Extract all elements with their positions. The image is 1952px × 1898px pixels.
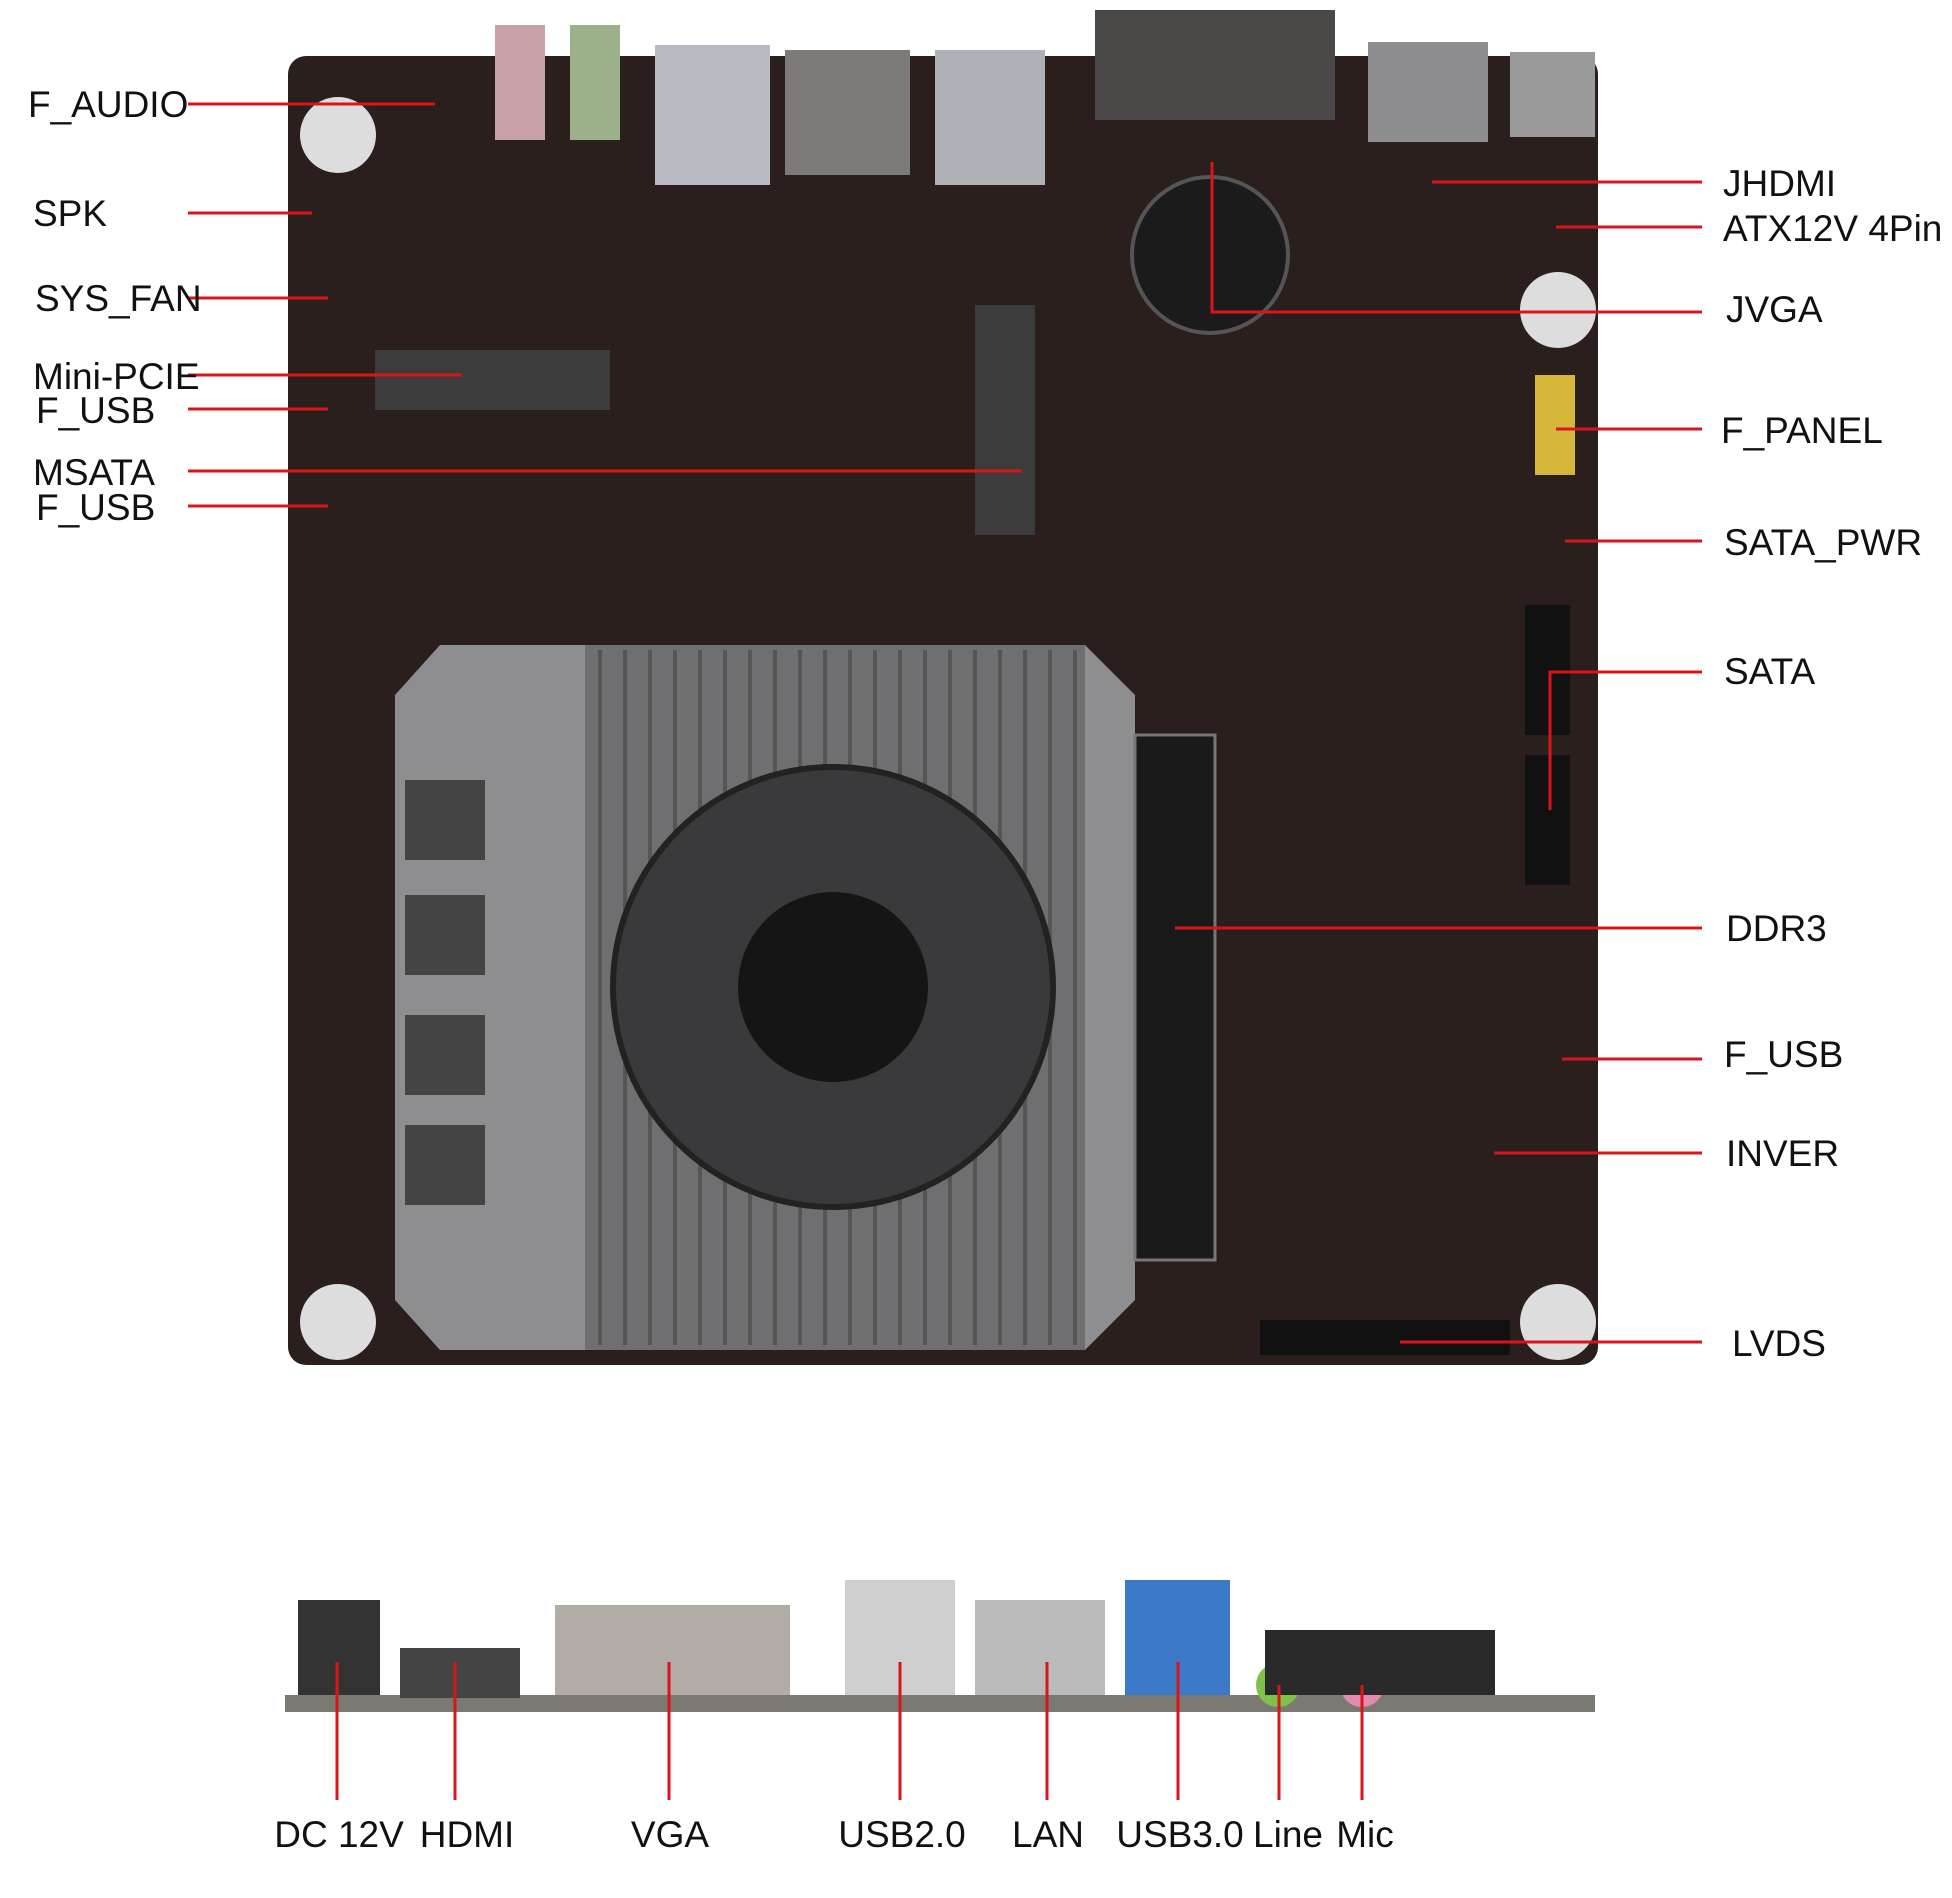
vga-port — [1095, 10, 1335, 120]
usb3-port — [655, 45, 770, 185]
callout-jhdmi: JHDMI — [1723, 163, 1837, 204]
callout-line: Line — [1253, 1814, 1323, 1855]
callout-hdmi: HDMI — [419, 1814, 515, 1855]
mounting-hole — [300, 97, 376, 173]
f-panel-header — [1535, 375, 1575, 475]
callout-sata-pwr: SATA_PWR — [1724, 522, 1923, 563]
usb2-port — [935, 50, 1045, 185]
mounting-hole — [300, 1284, 376, 1360]
io-lan — [975, 1600, 1105, 1695]
sata-connector — [1525, 755, 1570, 885]
callout-mini-pcie: Mini-PCIE — [33, 356, 200, 397]
callout-vga: VGA — [630, 1814, 710, 1855]
io-hdmi — [400, 1648, 520, 1698]
choke — [405, 780, 485, 860]
choke — [405, 1125, 485, 1205]
callout-msata: MSATA — [33, 452, 155, 493]
callout-sata: SATA — [1724, 651, 1816, 692]
audio-jack-pink — [495, 25, 545, 140]
io-dc-jack — [298, 1600, 380, 1695]
callout-f-panel: F_PANEL — [1721, 410, 1883, 451]
callout-lvds: LVDS — [1732, 1323, 1826, 1364]
choke — [405, 1015, 485, 1095]
callout-dc-12v: DC 12V — [274, 1814, 404, 1855]
dc-jack — [1510, 52, 1595, 137]
callout-atx12v: ATX12V 4Pin — [1723, 208, 1943, 249]
lan-port — [785, 50, 910, 175]
callout-usb2: USB2.0 — [838, 1814, 966, 1855]
callout-jvga: JVGA — [1726, 289, 1823, 330]
io-headers — [1265, 1630, 1495, 1695]
callout-spk: SPK — [33, 193, 108, 234]
callout-mic: Mic — [1336, 1814, 1394, 1855]
mounting-hole — [1520, 272, 1596, 348]
callout-f-usb-3: F_USB — [1724, 1034, 1844, 1075]
choke — [405, 895, 485, 975]
fan-hub — [738, 892, 928, 1082]
audio-jack-green — [570, 25, 620, 140]
callout-f-usb-2: F_USB — [36, 487, 156, 528]
io-vga — [555, 1605, 790, 1695]
callout-sys-fan: SYS_FAN — [35, 278, 202, 319]
cmos-battery — [1130, 175, 1290, 335]
hdmi-port — [1368, 42, 1488, 142]
callout-inver: INVER — [1726, 1133, 1840, 1174]
lvds-header — [1260, 1320, 1510, 1355]
callout-f-usb-1: F_USB — [36, 390, 156, 431]
ddr3-slot — [1133, 733, 1217, 1262]
callout-ddr3: DDR3 — [1726, 908, 1827, 949]
callout-lines — [188, 102, 1702, 1800]
mini-pcie-slot — [375, 350, 610, 410]
callout-lan: LAN — [1012, 1814, 1084, 1855]
sata-connector — [1525, 605, 1570, 735]
callout-f-audio: F_AUDIO — [28, 84, 189, 125]
mounting-hole — [1520, 1284, 1596, 1360]
callout-usb3: USB3.0 — [1116, 1814, 1244, 1855]
msata-slot — [975, 305, 1035, 535]
